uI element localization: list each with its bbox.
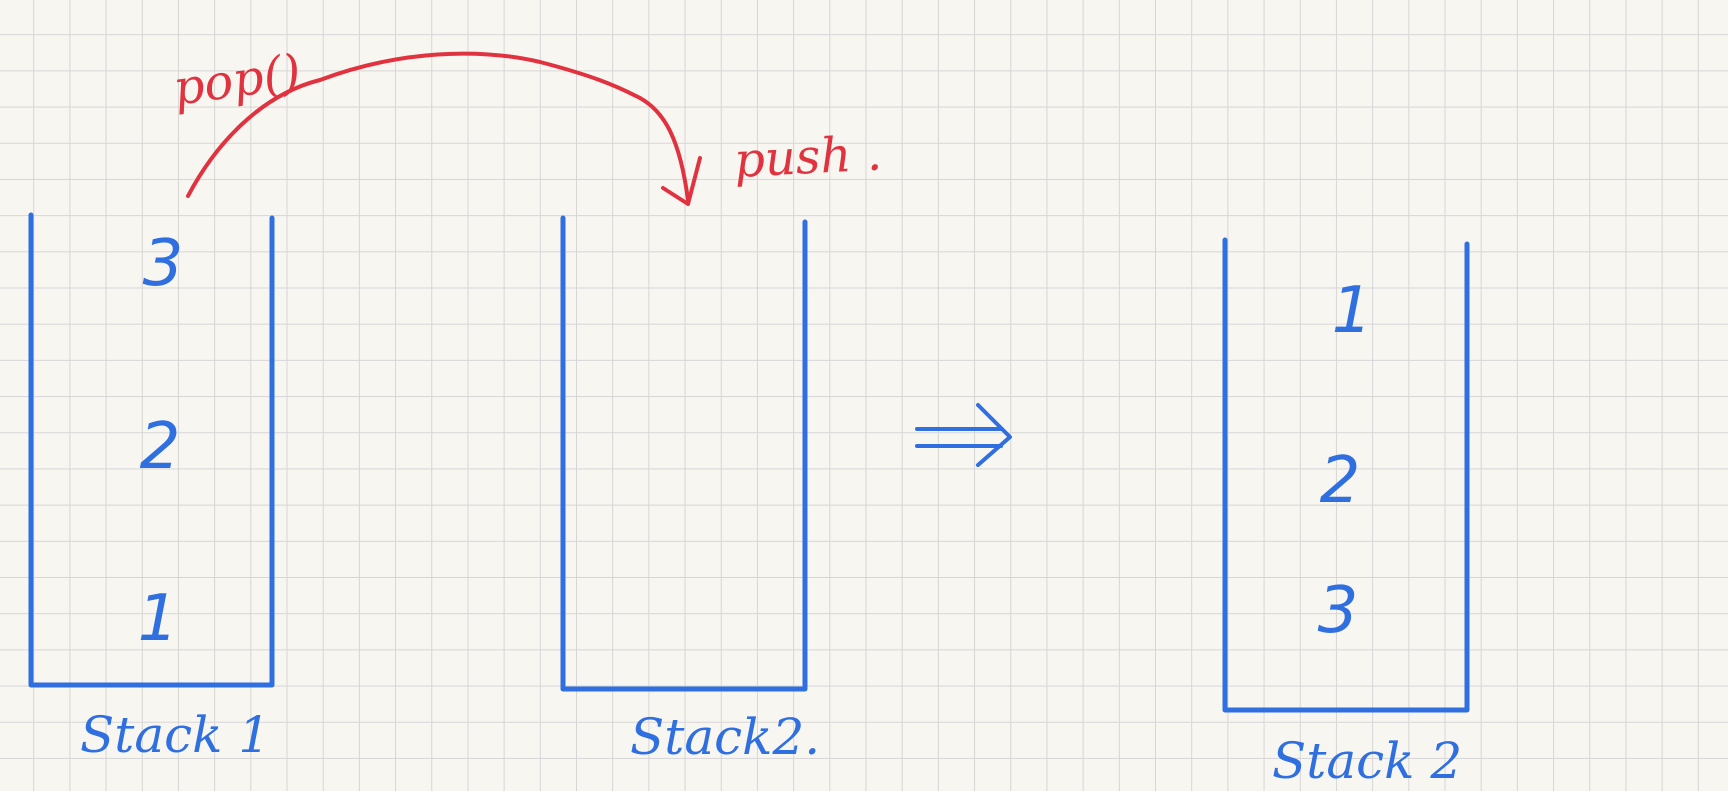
pop-push-arc: [186, 51, 642, 198]
push-annotation: push .: [733, 125, 883, 189]
result-arrow-icon: [915, 403, 1012, 467]
push-arrowhead-icon: [661, 156, 702, 206]
stack-1-item-bottom: 1: [138, 582, 179, 656]
stack-1-item-middle: 2: [140, 410, 181, 484]
stack-1-item-top: 3: [143, 227, 184, 301]
pop-annotation: pop(): [170, 44, 304, 117]
stack-2-empty-label: Stack2.: [630, 708, 820, 766]
stack-2-filled-label: Stack 2: [1272, 732, 1462, 790]
stack-2-item-top: 1: [1332, 274, 1373, 348]
pop-push-arc-continuation: [638, 96, 690, 202]
stack-2-filled-container: [1222, 237, 1470, 713]
stack-2-item-bottom: 3: [1318, 574, 1359, 648]
stack-1-label: Stack 1: [80, 706, 270, 764]
stack-1-container: [28, 212, 275, 688]
stack-2-item-middle: 2: [1320, 444, 1361, 518]
stack-2-empty-container: [560, 215, 808, 692]
